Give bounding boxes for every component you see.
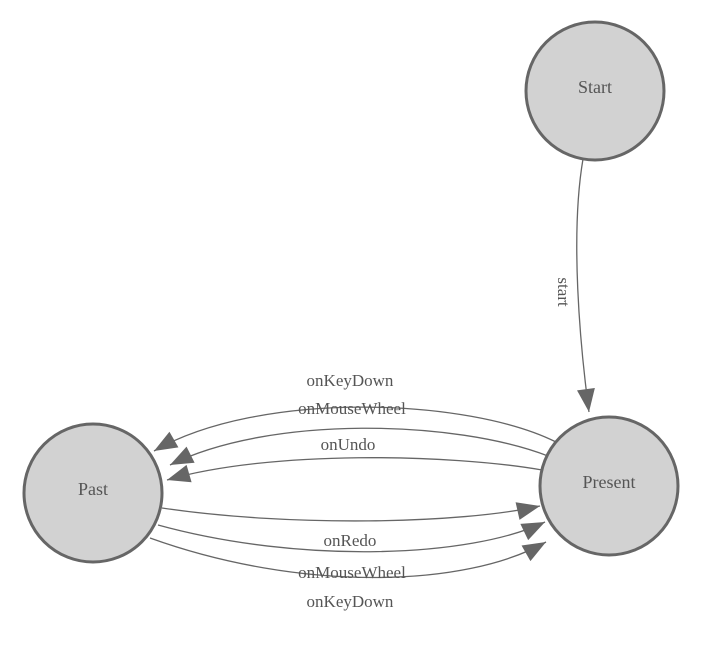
state-node-start-label: Start <box>578 77 612 97</box>
edge-present-to-past-onundo <box>166 457 543 483</box>
edge-present-to-past-onkeydown <box>153 406 557 452</box>
edge-past-to-present-onkeydown <box>149 537 547 579</box>
state-node-past <box>22 422 164 564</box>
edge-past-to-present-onredo <box>161 502 541 522</box>
node-labels: Start Present Past <box>78 77 636 499</box>
state-node-past-circle <box>22 422 164 564</box>
edge-present-to-past-onmousewheel <box>169 427 549 466</box>
edge-start-to-present <box>576 158 595 413</box>
edges <box>149 158 595 579</box>
state-node-start-circle <box>524 20 666 162</box>
edge-label-onundo: onUndo <box>321 435 376 454</box>
edge-label-onkeydown-top: onKeyDown <box>307 371 394 390</box>
edge-label-onkeydown-bottom: onKeyDown <box>307 592 394 611</box>
state-node-start <box>524 20 666 162</box>
state-node-present-label: Present <box>583 472 636 492</box>
edge-label-onredo: onRedo <box>324 531 377 550</box>
edge-labels: start onKeyDown onMouseWheel onUndo onRe… <box>298 277 573 611</box>
edge-past-to-present-onmousewheel <box>157 521 546 553</box>
edge-label-onmousewheel-top: onMouseWheel <box>298 399 406 418</box>
state-node-present-circle <box>538 415 680 557</box>
state-node-present <box>538 415 680 557</box>
state-node-past-label: Past <box>78 479 108 499</box>
edge-label-start: start <box>554 277 573 307</box>
edge-label-onmousewheel-bottom: onMouseWheel <box>298 563 406 582</box>
